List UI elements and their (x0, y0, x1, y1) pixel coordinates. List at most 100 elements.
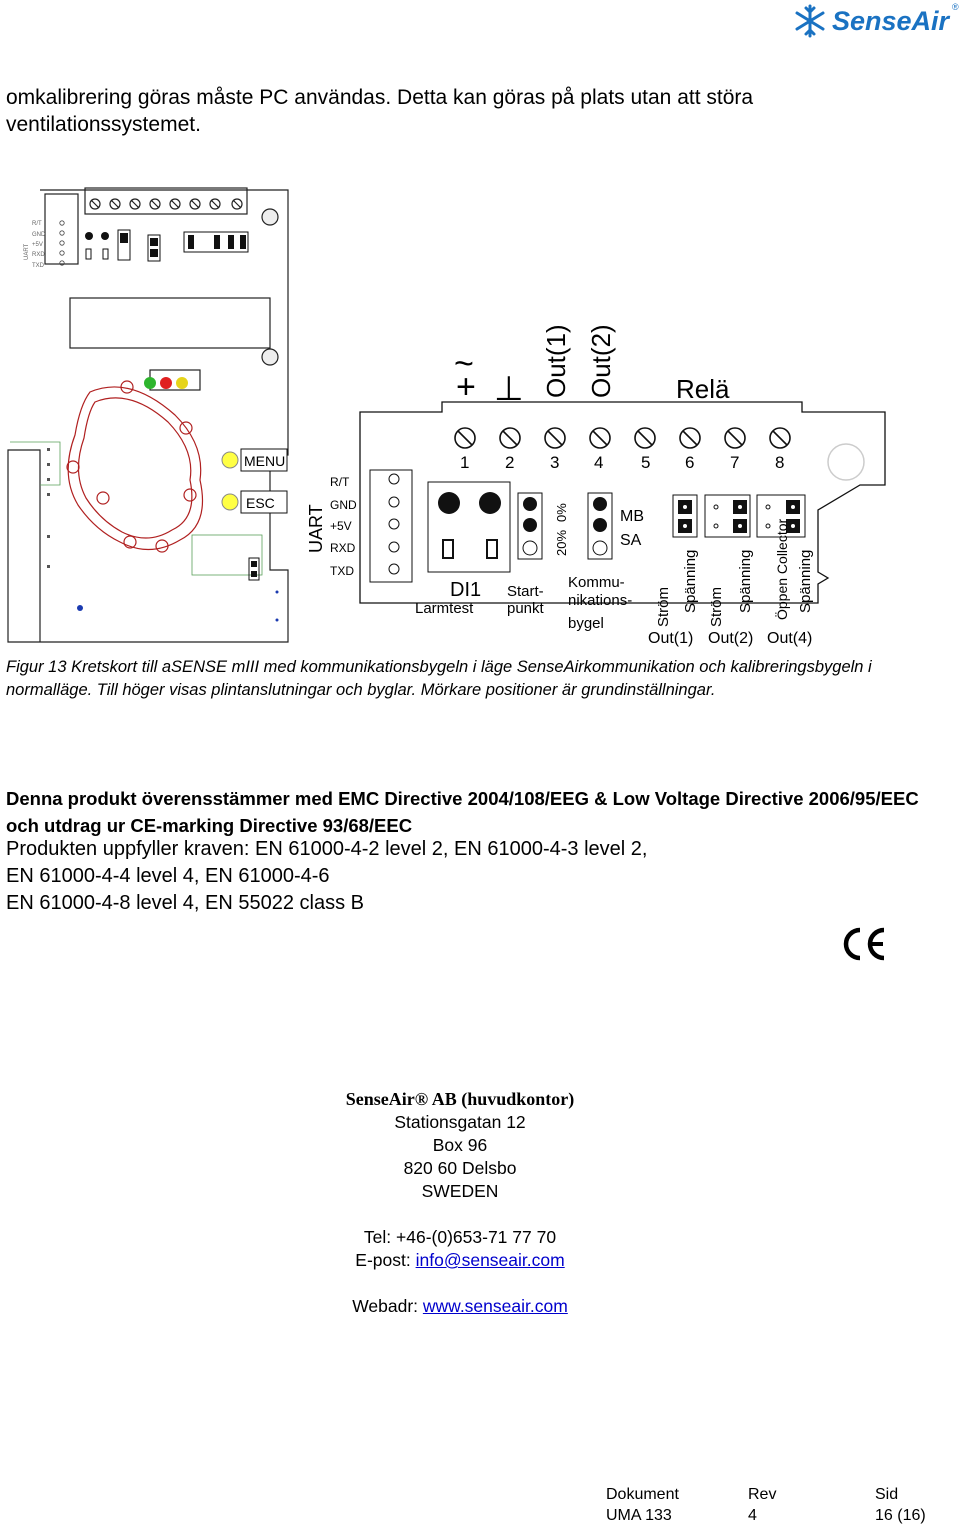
standards-list: Produkten uppfyller kraven: EN 61000-4-2… (6, 836, 946, 917)
output-group: Out(2) (708, 630, 753, 647)
terminal-screw-slot (457, 430, 473, 446)
figure-caption: Figur 13 Kretskort till aSENSE mIII med … (6, 658, 872, 699)
uart-pin-2: +5V (330, 519, 352, 533)
pcb-uart-small-labels: R/T GND +5V RXD TXD UART (24, 221, 46, 269)
output-mode: Ström (655, 587, 672, 627)
circuit-board-figure: R/T GND +5V RXD TXD UART (0, 180, 960, 650)
logo-text: SenseAir (832, 6, 950, 36)
ce-mark-icon (840, 924, 890, 964)
percent-20-label: 20% (554, 530, 569, 556)
pcb-uart-small-3: RXD (32, 252, 45, 258)
logo-registered: ® (952, 2, 959, 12)
terminal-numbers: 1 2 3 4 5 6 7 8 (460, 453, 784, 472)
postal-code: 820 60 Delsbo (403, 1158, 517, 1178)
revision-label: Rev (748, 1486, 777, 1503)
pcb-uart-small-2: +5V (32, 242, 43, 248)
terminal-screw-slot (682, 430, 698, 446)
pcb-uart-vertical: UART (24, 243, 30, 260)
sa-label: SA (620, 532, 642, 549)
web-label: Webadr: (352, 1296, 423, 1316)
kommunikation-line2: nikations- (568, 592, 632, 609)
plus-symbol: + (456, 368, 476, 406)
page-label: Sid (875, 1486, 899, 1503)
output-mode: Öppen Collector (773, 518, 790, 620)
standards-line: Produkten uppfyller kraven: EN 61000-4-2… (6, 838, 648, 860)
terminal-number: 6 (685, 453, 694, 472)
email-link[interactable]: info@senseair.com (415, 1250, 565, 1270)
pcb-uart-small-1: GND (32, 232, 46, 238)
uart-pin-0: R/T (330, 475, 350, 489)
compliance-statement: Denna produkt överensstämmer med EMC Dir… (6, 788, 919, 836)
telephone: Tel: +46-(0)653-71 77 70 (363, 1227, 557, 1247)
web-row: Webadr: www.senseair.com (280, 1295, 640, 1318)
output-mode-labels: Ström Spänning Ström Spänning Öppen Coll… (655, 518, 814, 627)
ground-symbol: ⊥ (494, 370, 524, 408)
terminal-number: 8 (775, 453, 784, 472)
pcb-top-jumpers (85, 229, 249, 262)
pcb-uart-small-0: R/T (32, 221, 42, 227)
web-link[interactable]: www.senseair.com (422, 1296, 568, 1316)
button-esc-symbol: ESC (221, 490, 288, 514)
output-group: Out(4) (767, 630, 812, 647)
tilde-symbol: ~ (454, 345, 474, 383)
button-esc-label: ESC (246, 495, 275, 511)
terminal-screw-slot (637, 430, 653, 446)
contact-block: SenseAir® AB (huvudkontor) Stationsgatan… (280, 1088, 640, 1318)
standards-line: EN 61000-4-4 level 4, EN 61000-4-6 (6, 865, 330, 887)
country: SWEDEN (421, 1181, 499, 1201)
uart-pin-3: RXD (330, 541, 356, 555)
output-group-labels: Out(1) Out(2) Out(4) (648, 630, 812, 647)
kommunikation-line1: Kommu- (568, 574, 625, 591)
footer-document: Dokument UMA 133 (606, 1484, 679, 1526)
terminal-screw-slot (547, 430, 563, 446)
snowflake-icon (795, 4, 825, 38)
terminal-number: 3 (550, 453, 559, 472)
mb-label: MB (620, 508, 644, 525)
terminal-number: 1 (460, 453, 469, 472)
pcb-left-green (10, 441, 263, 576)
email-label: E-post: (355, 1250, 416, 1270)
footer-revision: Rev 4 (748, 1484, 776, 1526)
percent-0-label: 0% (554, 503, 569, 522)
page-value: 16 (16) (875, 1507, 926, 1524)
street-address: Stationsgatan 12 (394, 1112, 526, 1132)
terminal-number: 5 (641, 453, 650, 472)
uart-pin-1: GND (330, 498, 357, 512)
company-name: SenseAir® AB (huvudkontor) (345, 1089, 575, 1109)
terminal-screw-slot (772, 430, 788, 446)
out1-label: Out(1) (541, 324, 571, 398)
button-menu-symbol: MENU (221, 448, 288, 472)
document-label: Dokument (606, 1486, 679, 1503)
button-menu-label: MENU (244, 453, 285, 469)
terminal-number: 4 (594, 453, 603, 472)
terminal-screw-slot (502, 430, 518, 446)
output-group: Out(1) (648, 630, 693, 647)
out2-label: Out(2) (586, 324, 616, 398)
output-mode: Ström (708, 587, 725, 627)
terminal-screws (454, 427, 791, 449)
top-symbols: + ~ ⊥ Out(1) Out(2) Relä (454, 324, 730, 408)
terminal-number: 7 (730, 453, 739, 472)
terminal-screw-slot (727, 430, 743, 446)
po-box: Box 96 (432, 1135, 488, 1155)
output-mode: Spänning (737, 550, 754, 613)
startpunkt-line2: punkt (507, 600, 545, 617)
status-leds (144, 377, 188, 389)
uart-pin-labels: R/T GND +5V RXD TXD (330, 475, 357, 578)
uart-pin-4: TXD (330, 564, 354, 578)
revision-value: 4 (748, 1507, 757, 1524)
larmtest-label: Larmtest (415, 600, 474, 617)
senseair-logo: SenseAir ® (790, 2, 960, 40)
intro-paragraph: omkalibrering göras måste PC användas. D… (6, 86, 754, 136)
email-row: E-post: info@senseair.com (280, 1249, 640, 1272)
kommunikation-line3: bygel (568, 615, 604, 632)
startpunkt-line1: Start- (507, 583, 544, 600)
pcb-uart-small-4: TXD (32, 263, 45, 269)
uart-label: UART (306, 504, 326, 553)
output-mode: Spänning (682, 550, 699, 613)
di1-label: DI1 (450, 579, 481, 601)
pcb-board (7, 187, 289, 643)
terminal-number: 2 (505, 453, 514, 472)
footer-page: Sid 16 (16) (875, 1484, 926, 1526)
rela-label: Relä (676, 374, 730, 404)
